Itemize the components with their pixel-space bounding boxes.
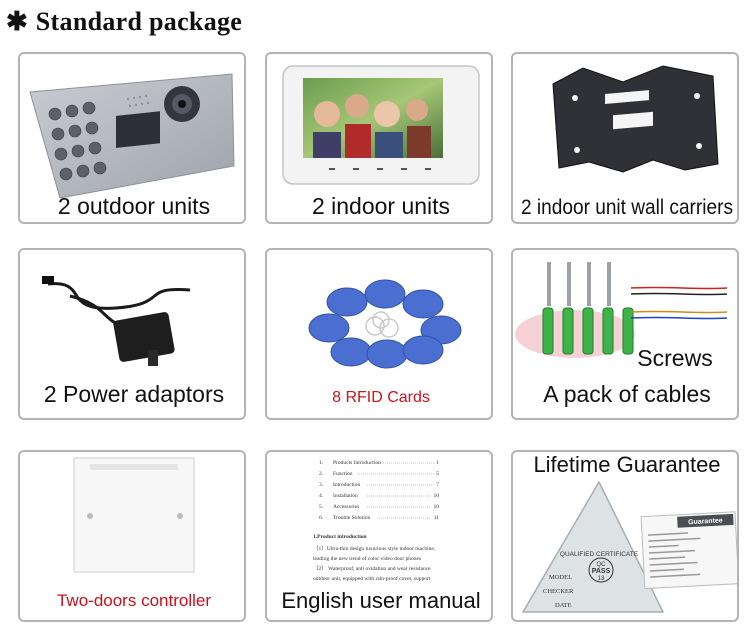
svg-text:5.: 5.	[319, 504, 324, 510]
section-header: ✱ Standard package	[6, 6, 242, 38]
svg-text:10: 10	[434, 504, 440, 510]
controller-image: Two-doors controller	[57, 457, 211, 610]
svg-text:（2） Waterproof, anti oxidation: （2） Waterproof, anti oxidation and wear …	[313, 565, 431, 572]
card-power-adaptors: 2 Power adaptors	[18, 248, 246, 420]
svg-text:10: 10	[434, 493, 440, 499]
svg-text:Products Introduction: Products Introduction	[333, 460, 381, 466]
svg-text:Function: Function	[333, 471, 353, 477]
svg-text:DATE: DATE	[555, 602, 572, 609]
card-lifetime-guarantee: Lifetime Guarantee QUALIFIED CERTIFICATE…	[511, 450, 739, 622]
svg-text:3.: 3.	[319, 482, 324, 488]
card-label: 8 RFID Cards	[332, 389, 430, 406]
svg-text:13: 13	[598, 576, 605, 582]
power-adaptor-image: 2 Power adaptors	[42, 276, 224, 407]
svg-text:4.: 4.	[319, 493, 324, 499]
card-screws-cables: Screws A pack of cables	[511, 248, 739, 420]
svg-text:QC: QC	[597, 562, 607, 568]
svg-text:Introduction: Introduction	[333, 482, 360, 488]
svg-text:1.: 1.	[319, 460, 324, 466]
star-icon: ✱	[6, 7, 28, 37]
card-label: Two-doors controller	[57, 591, 211, 610]
indoor-unit-image: 2 indoor units	[282, 65, 480, 219]
card-indoor-units: 2 indoor units	[265, 52, 493, 224]
svg-text:leading the new trend of color: leading the new trend of color video doo…	[313, 555, 421, 562]
card-user-manual: 1. Products Introduction 1 2. Function 5…	[265, 450, 493, 622]
card-label: 2 outdoor units	[58, 193, 210, 219]
guarantee-image: Lifetime Guarantee QUALIFIED CERTIFICATE…	[522, 452, 737, 613]
card-rfid-cards: 8 RFID Cards	[265, 248, 493, 420]
card-label-2: A pack of cables	[543, 381, 711, 407]
svg-text:CHECKER: CHECKER	[543, 588, 574, 595]
svg-text:QUALIFIED CERTIFICATE: QUALIFIED CERTIFICATE	[560, 551, 639, 558]
svg-text:2.: 2.	[319, 471, 324, 477]
wall-carrier-image: 2 indoor unit wall carriers	[521, 65, 733, 219]
card-wall-carriers: 2 indoor unit wall carriers	[511, 52, 739, 224]
rfid-keyfobs-image: 8 RFID Cards	[308, 279, 462, 406]
svg-text:Guarantee: Guarantee	[688, 517, 723, 526]
card-label: 2 indoor units	[312, 193, 450, 219]
svg-text:Installation: Installation	[333, 493, 358, 499]
svg-text:MODEL: MODEL	[549, 574, 572, 581]
svg-text:7: 7	[436, 482, 439, 488]
svg-text:Accessories: Accessories	[333, 504, 359, 510]
page-title: Standard package	[35, 7, 243, 36]
card-label: 2 indoor unit wall carriers	[521, 196, 733, 219]
svg-text:PASS: PASS	[592, 568, 611, 575]
svg-text:outdoor unit, equipped with ra: outdoor unit, equipped with rain-proof c…	[313, 575, 431, 582]
card-label: English user manual	[281, 588, 480, 613]
screws-cables-image: Screws A pack of cables	[515, 262, 728, 407]
card-label: 2 Power adaptors	[44, 381, 224, 407]
svg-text:5: 5	[436, 471, 439, 477]
svg-text:（1）Ultra-thin design luxurious: （1）Ultra-thin design luxurious style ind…	[313, 545, 436, 552]
svg-text:1.Product introduction: 1.Product introduction	[313, 534, 367, 540]
svg-text:1: 1	[436, 460, 439, 466]
outdoor-unit-image: 2 outdoor units	[29, 73, 235, 219]
card-two-doors-controller: Two-doors controller	[18, 450, 246, 622]
svg-text:Trouble Solution: Trouble Solution	[333, 515, 370, 521]
svg-text:11: 11	[434, 515, 440, 521]
card-label: Lifetime Guarantee	[533, 452, 720, 477]
manual-image: 1. Products Introduction 1 2. Function 5…	[281, 460, 480, 613]
card-label: Screws	[637, 345, 712, 371]
card-outdoor-units: 2 outdoor units	[18, 52, 246, 224]
svg-text:6.: 6.	[319, 515, 324, 521]
